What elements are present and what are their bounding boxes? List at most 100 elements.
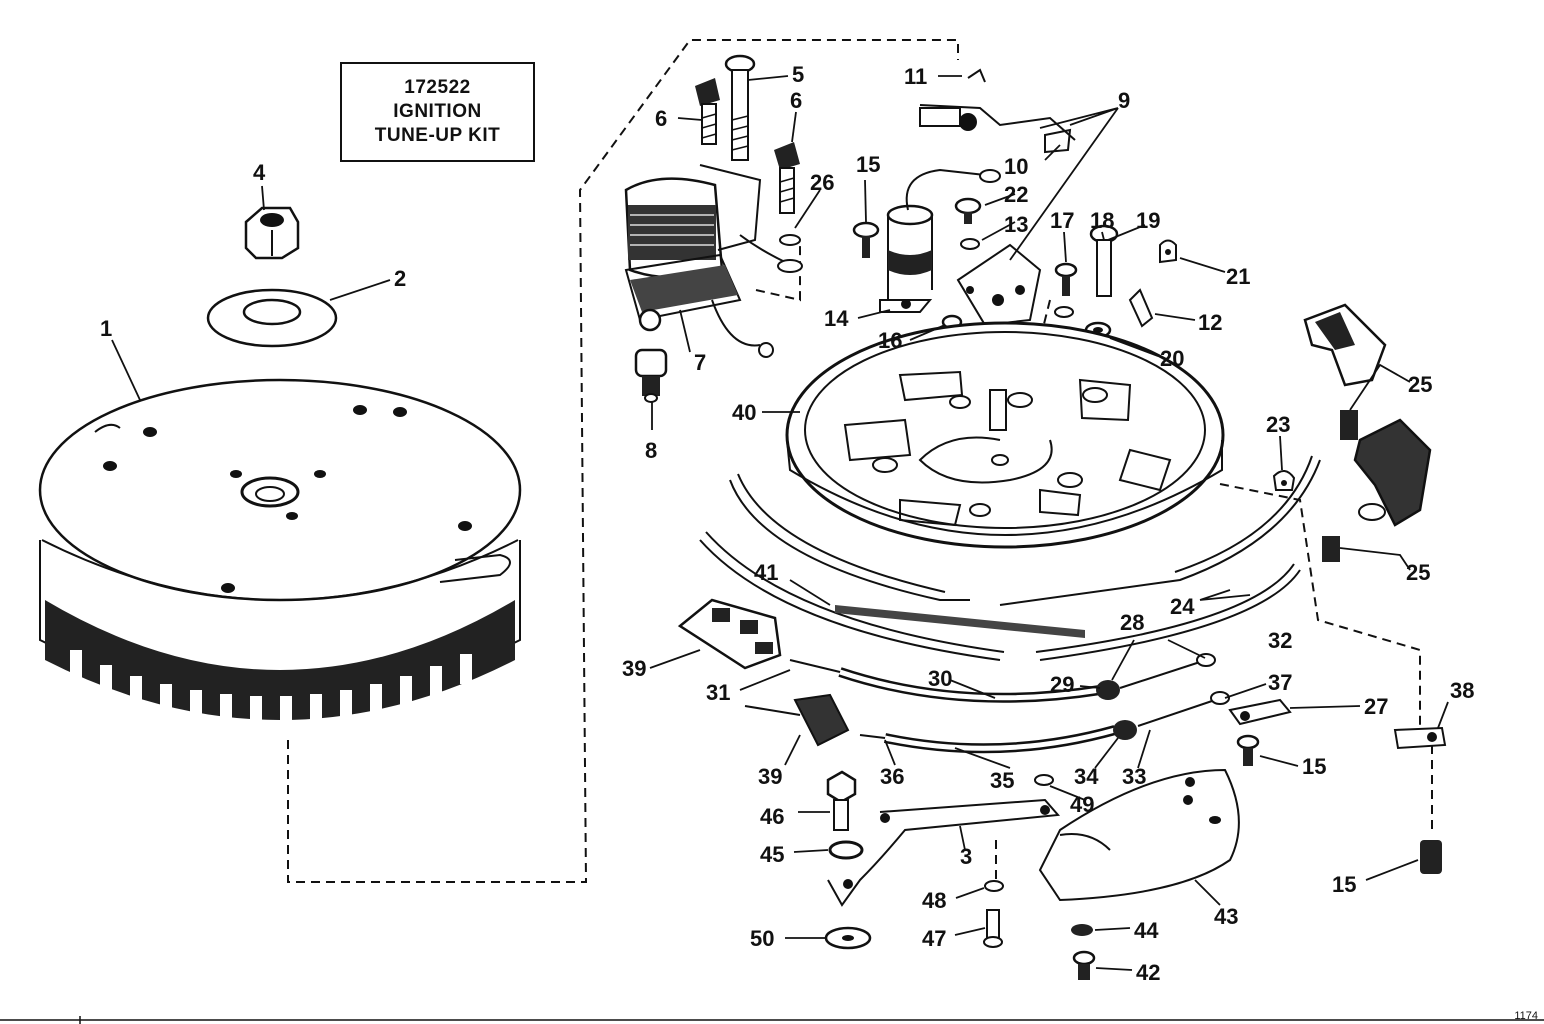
- washer-48: [984, 880, 1004, 892]
- kit-label-tune-up: TUNE-UP KIT: [374, 125, 501, 146]
- callout-12: 12: [1198, 310, 1222, 335]
- callout-17: 17: [1050, 208, 1074, 233]
- clip-11: [967, 68, 986, 83]
- screw-15-right: [1236, 734, 1260, 766]
- callout-3: 3: [960, 844, 972, 869]
- flywheel-nut-part: [244, 206, 300, 260]
- callout-labels: 1 2 3 4 5 6 6 7 8 9 10 11 12 13 14 15 15…: [100, 62, 1474, 985]
- callout-50: 50: [750, 926, 774, 951]
- callout-29: 29: [1050, 672, 1074, 697]
- callout-23: 23: [1266, 412, 1290, 437]
- callout-13: 13: [1004, 212, 1028, 237]
- screw-22: [954, 197, 982, 224]
- callout-33: 33: [1122, 764, 1146, 789]
- spark-plug-terminal-8: [634, 348, 668, 403]
- points-set-9: [919, 104, 1076, 154]
- washer-45: [828, 840, 864, 860]
- callout-43: 43: [1214, 904, 1238, 929]
- callout-9: 9: [1118, 88, 1130, 113]
- callout-41: 41: [754, 560, 778, 585]
- callout-14: 14: [824, 306, 849, 331]
- screw-15-bottom: [1420, 840, 1442, 874]
- washer-44: [1071, 924, 1093, 936]
- spark-plug-boot-lower: [1322, 418, 1432, 562]
- callout-27: 27: [1364, 694, 1388, 719]
- ignition-tune-up-kit-box: 172522 IGNITION TUNE-UP KIT: [340, 62, 535, 162]
- lead-wire-35: [859, 691, 1230, 754]
- callout-1: 1: [100, 316, 112, 341]
- screw-42: [1072, 950, 1096, 980]
- callout-20: 20: [1160, 346, 1184, 371]
- callout-46: 46: [760, 804, 784, 829]
- callout-37: 37: [1268, 670, 1292, 695]
- flywheel-washer-part: [206, 288, 338, 348]
- terminal-27: [1228, 698, 1292, 726]
- callout-40: 40: [732, 400, 756, 425]
- callout-28: 28: [1120, 610, 1144, 635]
- callout-39b: 39: [758, 764, 782, 789]
- callout-15c: 15: [1332, 872, 1356, 897]
- callout-2: 2: [394, 266, 406, 291]
- screw-47: [983, 909, 1003, 948]
- lead-wire-30: [789, 653, 1216, 703]
- callout-42: 42: [1136, 960, 1160, 985]
- washer-49: [1034, 774, 1054, 786]
- callout-22: 22: [1004, 182, 1028, 207]
- link-arm-3: [827, 798, 1061, 907]
- armature-plate-part: [785, 321, 1225, 549]
- callout-8: 8: [645, 438, 657, 463]
- flywheel-part: [38, 378, 522, 730]
- callout-18: 18: [1090, 208, 1114, 233]
- screw-19: [1089, 224, 1119, 297]
- callout-4: 4: [253, 160, 266, 185]
- screw-17: [1054, 262, 1078, 318]
- callout-24: 24: [1170, 594, 1195, 619]
- condenser-part: [879, 168, 1001, 313]
- callout-45: 45: [760, 842, 784, 867]
- throttle-cam-43: [1038, 768, 1240, 902]
- callout-26: 26: [810, 170, 834, 195]
- breaker-points-part: [956, 243, 1042, 327]
- screw-15-top: [852, 221, 880, 258]
- felt-12: [1128, 288, 1154, 328]
- callout-21: 21: [1226, 264, 1250, 289]
- grommet-23: [1272, 470, 1296, 491]
- drawing-reference-number: 1174: [1514, 1010, 1538, 1022]
- ground-clip-38: [1393, 726, 1447, 750]
- callout-7: 7: [694, 350, 706, 375]
- callout-11: 11: [904, 64, 927, 89]
- callout-44: 44: [1134, 918, 1159, 943]
- callout-25b: 25: [1406, 560, 1430, 585]
- kit-label-ignition: IGNITION: [393, 101, 482, 122]
- coil-screw-5: [724, 54, 756, 161]
- callout-19: 19: [1136, 208, 1160, 233]
- coil-screw-6b: [774, 142, 800, 214]
- connector-block-39b: [744, 693, 850, 747]
- callout-16: 16: [878, 328, 902, 353]
- callout-34: 34: [1074, 764, 1099, 789]
- callout-25a: 25: [1408, 372, 1432, 397]
- callout-15a: 15: [856, 152, 880, 177]
- callout-5: 5: [792, 62, 804, 87]
- callout-38: 38: [1450, 678, 1474, 703]
- kit-part-number: 172522: [404, 77, 471, 98]
- callout-39a: 39: [622, 656, 646, 681]
- callout-48: 48: [922, 888, 946, 913]
- callout-6a: 6: [655, 106, 667, 131]
- spark-plug-boot-upper: [1303, 303, 1387, 440]
- washer-50: [824, 926, 872, 950]
- callout-36: 36: [880, 764, 904, 789]
- ignition-coil-part: [624, 164, 786, 358]
- screw-46: [826, 770, 857, 831]
- callout-32: 32: [1268, 628, 1292, 653]
- coil-screw-6a: [695, 78, 720, 145]
- callout-35: 35: [990, 768, 1014, 793]
- callout-10: 10: [1004, 154, 1028, 179]
- callout-49: 49: [1070, 792, 1094, 817]
- callout-6b: 6: [790, 88, 802, 113]
- callout-15b: 15: [1302, 754, 1326, 779]
- callout-47: 47: [922, 926, 946, 951]
- washer-26: [777, 234, 803, 273]
- connector-block-39a: [677, 598, 782, 670]
